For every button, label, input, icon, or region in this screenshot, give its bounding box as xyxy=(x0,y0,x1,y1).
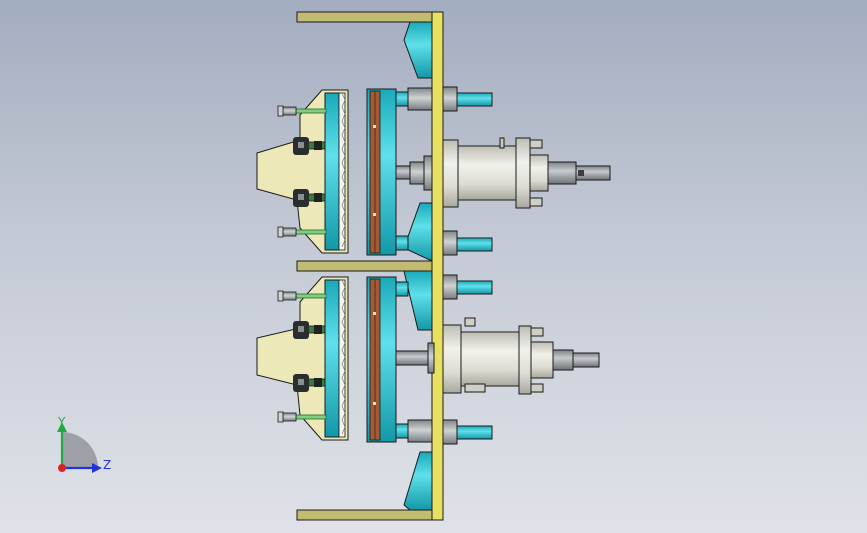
middle-rail[interactable] xyxy=(296,260,436,272)
toggle-clamp-2[interactable] xyxy=(293,189,326,207)
guide-rod-3[interactable] xyxy=(442,274,493,300)
toggle-clamp-1[interactable] xyxy=(293,137,326,155)
press-plate-upper[interactable] xyxy=(366,88,397,256)
clamp-bracket-upper[interactable] xyxy=(256,89,349,254)
guide-bushing-2[interactable] xyxy=(395,235,409,251)
locating-pin-2[interactable] xyxy=(277,226,327,238)
coordinate-triad: Y Z xyxy=(57,415,111,473)
guide-bushing-3[interactable] xyxy=(395,281,409,297)
bottom-rail[interactable] xyxy=(296,509,436,521)
pneumatic-cylinder-upper[interactable] xyxy=(395,137,611,209)
main-mounting-plate[interactable] xyxy=(431,11,444,521)
y-axis-label: Y xyxy=(57,415,66,429)
press-plate-lower[interactable] xyxy=(366,276,397,443)
guide-bushing-1[interactable] xyxy=(395,87,433,111)
z-axis-label: Z xyxy=(103,458,111,472)
locating-pin-1[interactable] xyxy=(277,105,327,117)
toggle-clamp-4[interactable] xyxy=(293,374,326,392)
wedge-bracket-lower-middle[interactable] xyxy=(403,270,433,331)
toggle-clamp-3[interactable] xyxy=(293,321,326,339)
wedge-bracket-bottom[interactable] xyxy=(403,451,433,511)
locating-pin-3[interactable] xyxy=(277,290,327,302)
clamp-bracket-lower[interactable] xyxy=(256,276,349,441)
wedge-bracket-top[interactable] xyxy=(403,21,433,79)
pneumatic-cylinder-lower[interactable] xyxy=(367,317,600,395)
guide-rod-1[interactable] xyxy=(442,86,493,112)
y-axis-arrow xyxy=(57,422,67,432)
guide-bushing-4[interactable] xyxy=(395,419,433,443)
locating-pin-4[interactable] xyxy=(277,411,327,423)
triad-quarter-disc xyxy=(62,432,98,468)
wedge-bracket-upper-middle[interactable] xyxy=(403,202,433,262)
top-rail[interactable] xyxy=(296,11,436,23)
z-axis-arrow xyxy=(92,463,102,473)
x-axis-dot xyxy=(58,464,66,472)
guide-rod-4[interactable] xyxy=(442,419,493,445)
guide-rod-2[interactable] xyxy=(442,230,493,256)
